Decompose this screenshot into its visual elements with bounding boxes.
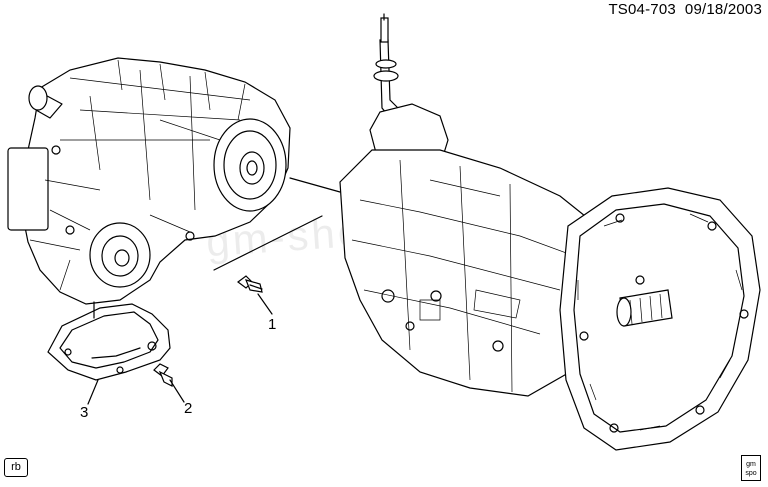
drawing-number: TS04-703 xyxy=(608,1,676,18)
drawing-header: TS04-703 09/18/2003 xyxy=(608,1,762,18)
leader-lines xyxy=(87,177,341,405)
bolt-1 xyxy=(237,275,263,293)
logo-line-2: spo xyxy=(745,470,757,477)
transmission xyxy=(339,13,761,451)
transfer-case xyxy=(7,57,291,305)
skid-plate xyxy=(47,303,171,381)
bolt-2 xyxy=(153,363,173,387)
drawing-date: 09/18/2003 xyxy=(684,1,762,18)
callout-3: 3 xyxy=(80,404,89,421)
callout-1: 1 xyxy=(268,316,277,333)
corner-tag: rb xyxy=(4,458,28,477)
callout-2: 2 xyxy=(184,400,193,417)
gm-spo-logo: gm spo xyxy=(741,455,761,481)
logo-line-1: gm xyxy=(746,461,756,468)
